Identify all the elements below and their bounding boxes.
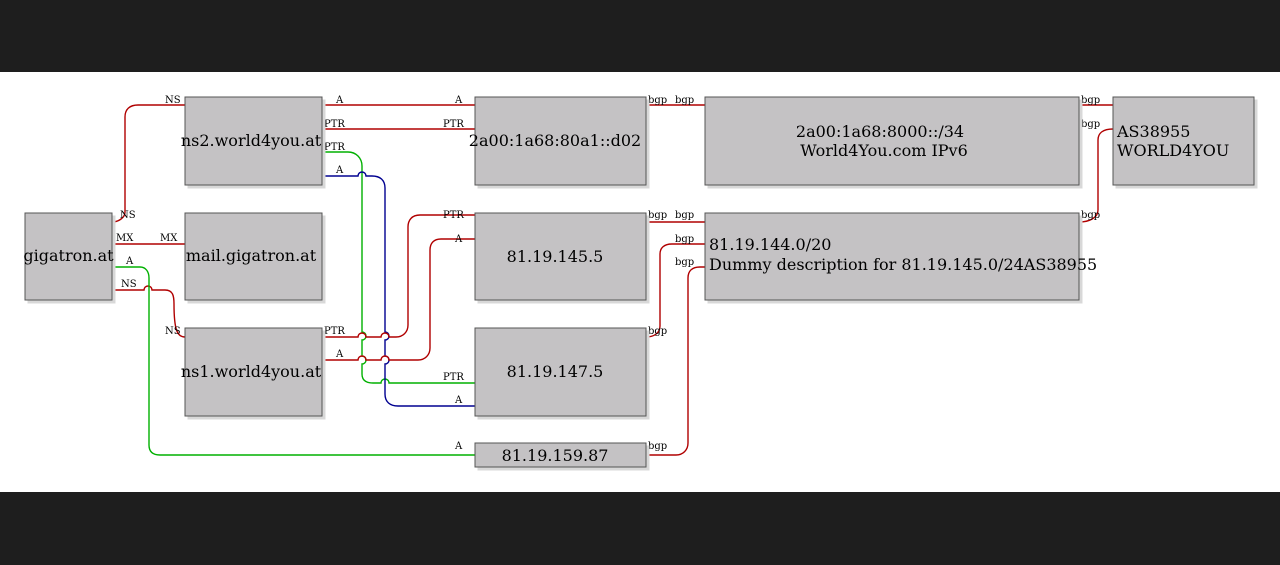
label-mx-start: MX — [116, 233, 134, 244]
edge-ns2-ip147-ptr — [322, 151, 475, 384]
node-mail-label: mail.gigatron.at — [186, 246, 317, 265]
node-ip147-label: 81.19.147.5 — [507, 362, 604, 381]
node-ip159[interactable] — [474, 442, 647, 468]
label-bgp-net4-out: bgp — [1081, 210, 1100, 221]
label-ptr-ns2-start: PTR — [324, 119, 345, 130]
label-ns-ns1-end: NS — [165, 326, 181, 337]
node-as-line1: AS38955 — [1116, 122, 1190, 141]
node-ns2-label: ns2.world4you.at — [181, 131, 322, 150]
label-bgp-net4-in1: bgp — [675, 210, 694, 221]
edge-ns1-ip145-ptr — [322, 214, 475, 338]
node-as[interactable] — [1112, 96, 1255, 186]
label-ptr-ip147: PTR — [443, 372, 464, 383]
label-a-ns2-blue: A — [335, 165, 344, 176]
label-ns-gigatron-bottom: NS — [121, 279, 137, 290]
label-a-ip159: A — [454, 441, 463, 452]
label-bgp-v6host: bgp — [648, 95, 667, 106]
label-ptr-v6host-end: PTR — [443, 119, 464, 130]
label-bgp-net6-in: bgp — [675, 95, 694, 106]
node-ip145[interactable] — [474, 212, 647, 301]
edge-ns1-ip145-a — [322, 238, 475, 361]
edge-ip147-net4 — [645, 243, 705, 338]
edge-ip159-net4 — [646, 266, 705, 456]
node-ns2[interactable] — [184, 96, 323, 186]
label-bgp-net4-in2: bgp — [675, 234, 694, 245]
edge-ns2-ip147-a — [322, 171, 475, 407]
network-diagram: NS NS MX MX A NS NS A A PTR PTR PTR A PT… — [23, 95, 1255, 468]
label-a-v6host-end: A — [454, 95, 463, 106]
node-as-line2: WORLD4YOU — [1117, 141, 1229, 160]
node-net6-line2: World4You.com IPv6 — [800, 141, 968, 160]
node-ip147[interactable] — [474, 327, 647, 417]
label-ns-ns2-end: NS — [165, 95, 181, 106]
node-net4[interactable] — [704, 212, 1080, 301]
label-bgp-ip159: bgp — [648, 441, 667, 452]
node-ns1[interactable] — [184, 327, 323, 417]
label-bgp-ip147: bgp — [648, 326, 667, 337]
node-v6host-label: 2a00:1a68:80a1::d02 — [469, 131, 641, 150]
node-ns1-label: ns1.world4you.at — [181, 362, 322, 381]
edge-gigatron-ip159 — [112, 266, 475, 456]
node-net6-line1: 2a00:1a68:8000::/34 — [796, 122, 964, 141]
node-ip145-label: 81.19.145.5 — [507, 247, 604, 266]
label-ns-gigatron-top: NS — [120, 210, 136, 221]
node-net4-line1: 81.19.144.0/20 — [709, 235, 831, 254]
edge-gigatron-ns1 — [112, 285, 186, 338]
edge-net4-as — [1078, 128, 1114, 223]
label-ptr-ns2-green: PTR — [324, 142, 345, 153]
label-bgp-net4-in3: bgp — [675, 257, 694, 268]
label-ptr-ns1: PTR — [324, 326, 345, 337]
node-v6host[interactable] — [474, 96, 647, 186]
label-ptr-ip145: PTR — [443, 210, 464, 221]
node-net4-line2: Dummy description for 81.19.145.0/24AS38… — [709, 255, 1097, 274]
label-a-ip147: A — [454, 395, 463, 406]
node-ip159-label: 81.19.159.87 — [502, 446, 609, 465]
label-bgp-net6-out: bgp — [1081, 95, 1100, 106]
node-gigatron[interactable] — [24, 212, 113, 301]
label-a-ns1: A — [335, 349, 344, 360]
diagram-canvas: NS NS MX MX A NS NS A A PTR PTR PTR A PT… — [0, 72, 1280, 492]
node-gigatron-label: gigatron.at — [23, 246, 114, 265]
label-a-ns2-start: A — [335, 95, 344, 106]
edge-gigatron-ns2 — [111, 104, 185, 223]
label-mx-end: MX — [160, 233, 178, 244]
label-a-gigatron: A — [125, 256, 134, 267]
node-net6[interactable] — [704, 96, 1080, 186]
label-bgp-as-in: bgp — [1081, 119, 1100, 130]
node-mail[interactable] — [184, 212, 323, 301]
label-bgp-ip145: bgp — [648, 210, 667, 221]
label-a-ip145: A — [454, 234, 463, 245]
